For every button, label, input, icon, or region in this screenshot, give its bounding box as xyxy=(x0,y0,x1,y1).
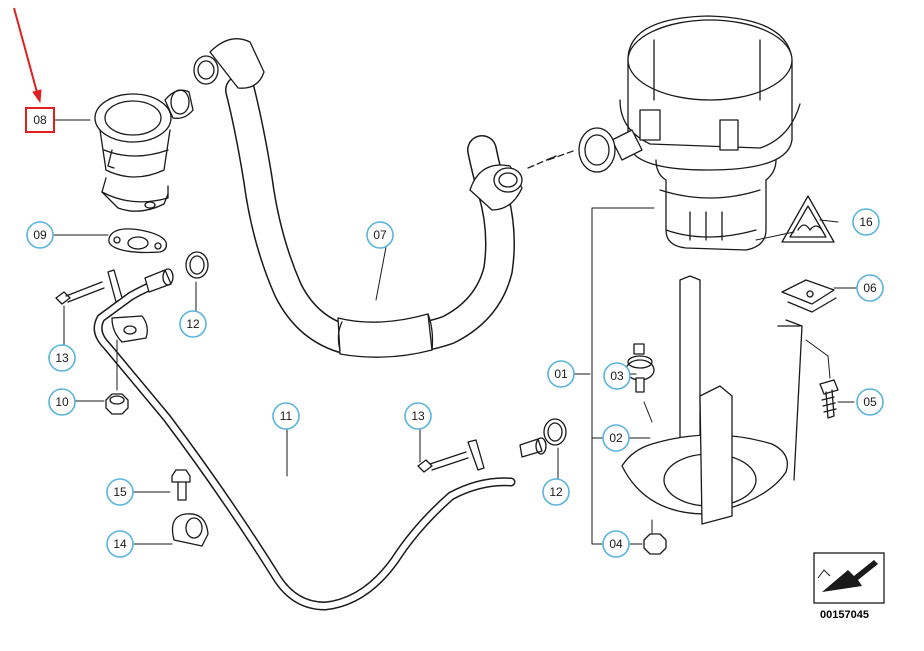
nut-part[interactable] xyxy=(105,393,129,415)
callout-ring xyxy=(542,478,570,506)
callout-label: 08 xyxy=(33,113,47,127)
rubber-mount-part[interactable] xyxy=(625,343,655,393)
bracket-part[interactable] xyxy=(621,275,803,525)
callout-ring xyxy=(852,208,880,236)
callout-ring xyxy=(856,274,884,302)
bolt-part-lower[interactable] xyxy=(417,451,469,473)
callout-02[interactable]: 02 xyxy=(602,424,630,452)
callout-13[interactable]: 13 xyxy=(404,402,432,430)
gasket-part[interactable] xyxy=(108,228,168,254)
callout-label: 14 xyxy=(113,537,127,551)
callout-ring xyxy=(602,530,630,558)
callout-12[interactable]: 12 xyxy=(179,310,207,338)
seal-ring-part[interactable] xyxy=(185,251,209,279)
callout-ring xyxy=(603,362,631,390)
callout-ring xyxy=(106,530,134,558)
callout-label: 11 xyxy=(280,409,293,423)
callout-10[interactable]: 10 xyxy=(48,388,76,416)
callout-label: 12 xyxy=(549,485,563,499)
pipe-part[interactable] xyxy=(93,268,547,611)
callout-01[interactable]: 01 xyxy=(547,360,575,388)
callout-label: 09 xyxy=(33,228,47,242)
callout-label: 05 xyxy=(863,395,877,409)
callout-05[interactable]: 05 xyxy=(856,388,884,416)
air-pump-part[interactable] xyxy=(578,15,801,251)
callout-label: 06 xyxy=(863,281,877,295)
callout-ring xyxy=(547,360,575,388)
callout-08[interactable]: 08 xyxy=(25,107,55,133)
callout-ring xyxy=(272,402,300,430)
callout-06[interactable]: 06 xyxy=(856,274,884,302)
reference-symbol xyxy=(813,552,885,604)
hose-part[interactable] xyxy=(193,38,523,358)
check-valve-part[interactable] xyxy=(94,89,194,212)
lower-nut-part[interactable] xyxy=(643,533,667,555)
callout-label: 01 xyxy=(554,367,568,381)
callout-label: 02 xyxy=(609,431,623,445)
callout-ring xyxy=(106,478,134,506)
callout-label: 16 xyxy=(859,215,873,229)
bolt-part-15[interactable] xyxy=(171,469,191,501)
callout-07[interactable]: 07 xyxy=(366,221,394,249)
callout-ring xyxy=(26,221,54,249)
callout-ring xyxy=(48,344,76,372)
callout-label: 04 xyxy=(609,537,623,551)
callout-label: 10 xyxy=(55,395,69,409)
callout-04[interactable]: 04 xyxy=(602,530,630,558)
callout-13[interactable]: 13 xyxy=(48,344,76,372)
callout-label: 07 xyxy=(373,228,387,242)
bolt-part-upper[interactable] xyxy=(55,281,105,305)
callout-03[interactable]: 03 xyxy=(603,362,631,390)
callout-ring xyxy=(366,221,394,249)
seal-ring-lower-part[interactable] xyxy=(543,418,567,446)
callout-label: 13 xyxy=(55,351,69,365)
callout-label: 12 xyxy=(186,317,200,331)
callout-15[interactable]: 15 xyxy=(106,478,134,506)
clip-nut-part[interactable] xyxy=(781,279,837,313)
callout-label: 15 xyxy=(113,485,127,499)
pipe-clamp-part[interactable] xyxy=(171,513,209,547)
callout-ring xyxy=(179,310,207,338)
warning-label-part[interactable] xyxy=(781,195,835,243)
reference-number: 00157045 xyxy=(820,609,869,621)
callout-label: 13 xyxy=(411,409,425,423)
callout-ring xyxy=(602,424,630,452)
callout-ring xyxy=(404,402,432,430)
callout-ring xyxy=(856,388,884,416)
callouts-layer: 08 09 07 16 06 12 13 10 01 03 05 11 13 02 15 12 14 04 xyxy=(25,107,884,558)
screw-part[interactable] xyxy=(819,379,839,419)
callout-ring xyxy=(48,388,76,416)
callout-11[interactable]: 11 xyxy=(272,402,300,430)
callout-14[interactable]: 14 xyxy=(106,530,134,558)
callout-16[interactable]: 16 xyxy=(852,208,880,236)
callout-12[interactable]: 12 xyxy=(542,478,570,506)
callout-highlight-box xyxy=(25,107,55,133)
callout-09[interactable]: 09 xyxy=(26,221,54,249)
callout-label: 03 xyxy=(610,369,624,383)
highlight-arrow xyxy=(13,7,42,104)
